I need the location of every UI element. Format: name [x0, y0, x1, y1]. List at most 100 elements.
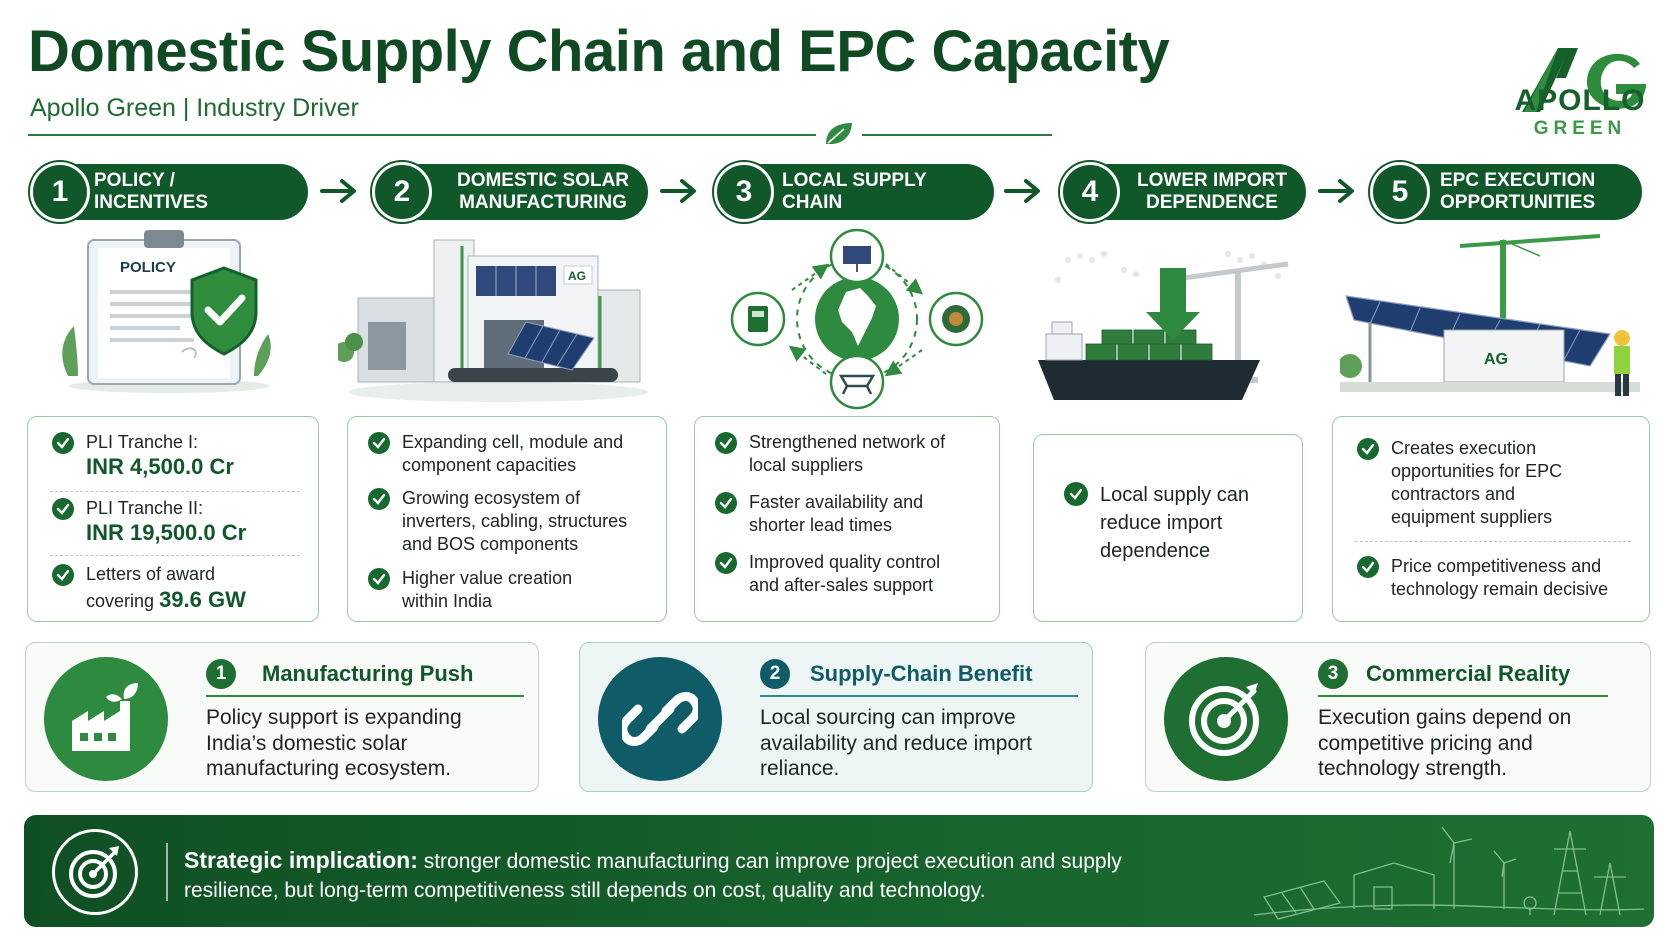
banner-body: stronger domestic manufacturing can impr… — [184, 850, 1122, 902]
check-icon — [1064, 482, 1088, 506]
list-item: Faster availability and shorter lead tim… — [715, 491, 985, 537]
check-icon — [715, 492, 737, 514]
panel-number: 3 — [1318, 659, 1348, 689]
divider — [50, 491, 300, 492]
list-item: Creates execution opportunities for EPC … — [1357, 437, 1637, 529]
policy-doc-label: POLICY — [120, 259, 176, 276]
logo-word: APOLLO — [1514, 84, 1646, 117]
check-icon — [52, 498, 74, 520]
arrow-right-icon — [1318, 179, 1354, 203]
step-number: 4 — [1060, 162, 1120, 222]
supply-point: Improved quality control and after-sales… — [749, 552, 941, 596]
header-divider-right — [862, 134, 1052, 136]
card-policy: PLI Tranche I: INR 4,500.0 Cr PLI Tranch… — [27, 416, 319, 622]
arrow-right-icon — [320, 179, 356, 203]
step-number: 2 — [372, 162, 432, 222]
arrow-right-icon — [1004, 179, 1040, 203]
banner-divider — [166, 843, 168, 901]
check-icon — [1357, 556, 1379, 578]
step-label: LOWER IMPORT DEPENDENCE — [1137, 170, 1287, 213]
arrow-right-icon — [660, 179, 696, 203]
factory-sign: AG — [568, 269, 586, 283]
panel-manufacturing-push: 1 Manufacturing Push Policy support is e… — [25, 642, 539, 792]
step-domestic-manufacturing: 2 DOMESTIC SOLAR MANUFACTURING — [372, 162, 648, 222]
check-icon — [1357, 438, 1379, 460]
supply-point: Strengthened network of local suppliers — [749, 432, 946, 476]
solar-factory-illustration: AG — [338, 239, 648, 402]
panel-text: Local sourcing can improve availability … — [760, 706, 1032, 781]
award-label-covering: covering — [86, 591, 155, 612]
card-manufacturing: Expanding cell, module and component cap… — [347, 416, 667, 622]
banner-text: Strategic implication: stronger domestic… — [184, 845, 1204, 906]
target-icon — [1164, 657, 1288, 781]
award-label: Letters of award — [86, 564, 216, 584]
step-lower-import-dependence: 4 LOWER IMPORT DEPENDENCE — [1060, 162, 1306, 222]
list-item: Letters of award covering 39.6 GW — [52, 563, 246, 614]
step-policy-incentives: 1 POLICY / INCENTIVES — [30, 162, 308, 222]
cargo-ship-illustration — [1038, 251, 1289, 400]
step-label: POLICY / INCENTIVES — [94, 170, 209, 213]
card-epc: Creates execution opportunities for EPC … — [1332, 416, 1650, 622]
check-icon — [368, 568, 390, 590]
panel-number: 2 — [760, 659, 790, 689]
page-subtitle: Apollo Green | Industry Driver — [30, 94, 359, 122]
panel-title-underline — [206, 695, 524, 697]
check-icon — [715, 552, 737, 574]
step-epc-opportunities: 5 EPC EXECUTION OPPORTUNITIES — [1370, 162, 1642, 222]
panel-title: Commercial Reality — [1366, 661, 1571, 686]
manufacturing-point: Expanding cell, module and component cap… — [402, 432, 624, 476]
step-local-supply-chain: 3 LOCAL SUPPLY CHAIN — [714, 162, 994, 222]
panel-title: Manufacturing Push — [262, 661, 474, 686]
epc-point: Price competitiveness and technology rem… — [1391, 556, 1609, 600]
page-title: Domestic Supply Chain and EPC Capacity — [28, 19, 1170, 84]
header-divider-left — [28, 134, 816, 136]
list-item: Improved quality control and after-sales… — [715, 551, 985, 597]
list-item: Higher value creation within India — [368, 567, 654, 613]
list-item: Expanding cell, module and component cap… — [368, 431, 654, 477]
panel-text: Policy support is expanding India’s dome… — [206, 706, 462, 781]
policy-clipboard-illustration: POLICY — [62, 230, 271, 393]
strategic-implication-banner: Strategic implication: stronger domestic… — [24, 815, 1654, 927]
divider — [1355, 541, 1631, 542]
check-icon — [715, 432, 737, 454]
list-item: Local supply can reduce import dependenc… — [1064, 481, 1284, 565]
step-label: DOMESTIC SOLAR MANUFACTURING — [456, 170, 630, 213]
panel-commercial-reality: 3 Commercial Reality Execution gains dep… — [1145, 642, 1651, 792]
list-item: Growing ecosystem of inverters, cabling,… — [368, 487, 654, 556]
container-sign: AG — [1484, 351, 1508, 368]
card-supply-chain: Strengthened network of local suppliers … — [694, 416, 1000, 622]
chain-link-icon — [598, 657, 722, 781]
panel-number: 1 — [206, 659, 236, 689]
epc-site-illustration: AG — [1340, 234, 1640, 396]
divider — [50, 555, 300, 556]
panel-text: Execution gains depend on competitive pr… — [1318, 706, 1572, 781]
step-number: 3 — [714, 162, 774, 222]
list-item: PLI Tranche I: INR 4,500.0 Cr — [52, 431, 234, 480]
check-icon — [52, 432, 74, 454]
step-label: EPC EXECUTION OPPORTUNITIES — [1440, 170, 1596, 213]
check-icon — [368, 432, 390, 454]
supply-point: Faster availability and shorter lead tim… — [749, 492, 924, 536]
panel-supply-chain-benefit: 2 Supply-Chain Benefit Local sourcing ca… — [579, 642, 1093, 792]
import-point: Local supply can reduce import dependenc… — [1100, 484, 1249, 562]
step-number: 1 — [30, 162, 90, 222]
leaf-icon — [826, 123, 852, 145]
pli-tranche-2-label: PLI Tranche II: — [86, 498, 204, 518]
supply-chain-cycle-illustration — [730, 228, 984, 410]
manufacturing-point: Growing ecosystem of inverters, cabling,… — [402, 488, 628, 555]
step-number: 5 — [1370, 162, 1430, 222]
list-item: Price competitiveness and technology rem… — [1357, 555, 1637, 601]
target-icon — [52, 829, 138, 915]
apollo-green-logo-icon — [1522, 48, 1646, 112]
panel-title-underline — [1318, 695, 1608, 697]
card-import-dependence: Local supply can reduce import dependenc… — [1033, 434, 1303, 622]
step-label: LOCAL SUPPLY CHAIN — [782, 170, 927, 213]
pli-tranche-2-value: INR 19,500.0 Cr — [86, 520, 247, 546]
check-icon — [368, 488, 390, 510]
panel-title: Supply-Chain Benefit — [810, 661, 1033, 686]
logo-subword: GREEN — [1533, 118, 1627, 139]
list-item: Strengthened network of local suppliers — [715, 431, 985, 477]
check-icon — [52, 564, 74, 586]
banner-lead: Strategic implication: — [184, 847, 418, 873]
energy-landscape-icon — [1254, 826, 1644, 920]
